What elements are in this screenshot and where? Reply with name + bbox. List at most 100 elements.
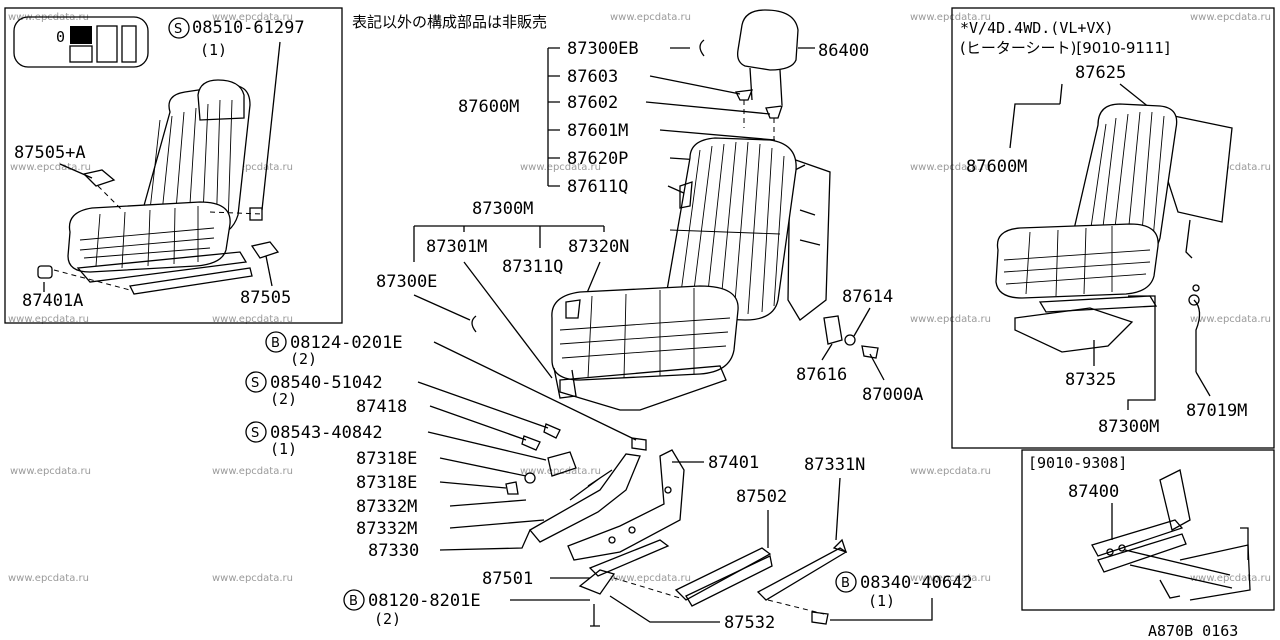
watermark: www.epcdata.ru xyxy=(212,314,293,325)
watermark: www.epcdata.ru xyxy=(8,573,89,584)
callout-87332m: 87332M xyxy=(356,519,417,539)
headrest xyxy=(737,9,799,106)
callout-87614: 87614 xyxy=(842,287,893,307)
seat-backrest xyxy=(665,137,831,321)
callout-87502: 87502 xyxy=(736,487,787,507)
callout-87611q: 87611Q xyxy=(567,177,628,197)
watermark: www.epcdata.ru xyxy=(610,12,691,23)
watermark: www.epcdata.ru xyxy=(610,573,691,584)
watermark: www.epcdata.ru xyxy=(10,162,91,173)
s-bolt-symbol xyxy=(245,421,267,443)
inset-bottom: [9010-9308] 87400 xyxy=(1021,449,1275,611)
callout-87318e: 87318E xyxy=(356,473,417,493)
inset-right-frame xyxy=(951,7,1275,449)
watermark: www.epcdata.ru xyxy=(8,314,89,325)
b-bolt-symbol-letter: B xyxy=(349,594,358,609)
qty-08120-8201e: (2) xyxy=(374,610,401,628)
callout-87501: 87501 xyxy=(482,569,533,589)
inset-right: *V/4D.4WD.(VL+VX) (ヒーターシート)[9010-9111] 8… xyxy=(951,7,1275,449)
diagram-code: A870B 0163 xyxy=(1148,622,1238,640)
watermark: www.epcdata.ru xyxy=(910,12,991,23)
seat-rails xyxy=(578,538,848,615)
watermark: www.epcdata.ru xyxy=(212,12,293,23)
callout-87620p: 87620P xyxy=(567,149,628,169)
callout-08543-40842: 08543-40842 xyxy=(270,423,383,443)
not-sold-note: 表記以外の構成部品は非販売 xyxy=(352,13,547,31)
watermark: www.epcdata.ru xyxy=(910,162,991,173)
s-bolt-symbol-letter: S xyxy=(251,426,259,441)
callout-87616: 87616 xyxy=(796,365,847,385)
callout-87331n: 87331N xyxy=(804,455,865,475)
callout-87300eb: 87300EB xyxy=(567,39,639,59)
s-bolt-symbol xyxy=(245,371,267,393)
callout-87300m: 87300M xyxy=(472,199,533,219)
watermark: www.epcdata.ru xyxy=(520,162,601,173)
callout-87401: 87401 xyxy=(708,453,759,473)
callout-87401a: 87401A xyxy=(22,291,83,311)
callout-87019m: 87019M xyxy=(1186,401,1247,421)
watermark: www.epcdata.ru xyxy=(1190,162,1271,173)
callout-08510-61297: 08510-61297 xyxy=(192,18,305,38)
callout-87601m: 87601M xyxy=(567,121,628,141)
vehicle-layout-icon: 0 xyxy=(13,16,149,68)
callout-08540-51042: 08540-51042 xyxy=(270,373,383,393)
callout-08340-40642: 08340-40642 xyxy=(860,573,973,593)
b-bolt-symbol-letter: B xyxy=(271,336,280,351)
callout-87318e: 87318E xyxy=(356,449,417,469)
qty-08543-40842: (1) xyxy=(270,440,297,458)
callout-87505-a: 87505+A xyxy=(14,143,86,163)
inset-bottom-frame xyxy=(1021,449,1275,611)
inset-left: 0 S 08510-61297 (1) 87505+A 87401A 87505 xyxy=(4,7,343,324)
inset-left-frame xyxy=(4,7,343,324)
callout-87505: 87505 xyxy=(240,288,291,308)
recliner-frame xyxy=(529,449,685,561)
callout-87625: 87625 xyxy=(1075,63,1126,83)
watermark: www.epcdata.ru xyxy=(1190,314,1271,325)
callout-87000a: 87000A xyxy=(862,385,923,405)
s-bolt-symbol-letter: S xyxy=(174,22,182,37)
s-bolt-symbol xyxy=(168,17,190,39)
callout-87532: 87532 xyxy=(724,613,775,633)
callout-08120-8201e: 08120-8201E xyxy=(368,591,481,611)
heater-seat-illustration xyxy=(995,103,1233,372)
vehicle-icon-mark: 0 xyxy=(56,28,65,46)
watermark: www.epcdata.ru xyxy=(212,466,293,477)
watermark: www.epcdata.ru xyxy=(910,466,991,477)
inset-right-spec: *V/4D.4WD.(VL+VX) xyxy=(960,19,1114,37)
watermark: www.epcdata.ru xyxy=(1190,573,1271,584)
qty-08510-61297: (1) xyxy=(200,41,227,59)
callout-87325: 87325 xyxy=(1065,370,1116,390)
watermark: www.epcdata.ru xyxy=(1190,12,1271,23)
watermark: www.epcdata.ru xyxy=(520,466,601,477)
qty-08340-40642: (1) xyxy=(868,592,895,610)
callout-87418: 87418 xyxy=(356,397,407,417)
watermark: www.epcdata.ru xyxy=(212,573,293,584)
watermark: www.epcdata.ru xyxy=(910,314,991,325)
qty-08124-0201e: (2) xyxy=(290,350,317,368)
b-bolt-symbol xyxy=(835,571,857,593)
callout-87400: 87400 xyxy=(1068,482,1119,502)
callout-87300m-heater: 87300M xyxy=(1098,417,1159,437)
s-bolt-symbol-letter: S xyxy=(251,376,259,391)
callout-87600m: 87600M xyxy=(458,97,519,117)
callout-87332m: 87332M xyxy=(356,497,417,517)
callout-86400: 86400 xyxy=(818,41,869,61)
qty-08540-51042: (2) xyxy=(270,390,297,408)
callout-87320n: 87320N xyxy=(568,237,629,257)
callout-87330: 87330 xyxy=(368,541,419,561)
b-bolt-symbol xyxy=(265,331,287,353)
callout-08124-0201e: 08124-0201E xyxy=(290,333,403,353)
callout-87603: 87603 xyxy=(567,67,618,87)
watermark: www.epcdata.ru xyxy=(10,466,91,477)
watermark: www.epcdata.ru xyxy=(212,162,293,173)
b-bolt-symbol-letter: B xyxy=(841,576,850,591)
seat-frame-illustration xyxy=(1091,469,1251,601)
callout-87301m: 87301M xyxy=(426,237,487,257)
callout-87311q: 87311Q xyxy=(502,257,563,277)
seat-illustration-small xyxy=(37,79,280,295)
inset-right-heater-seat: (ヒーターシート)[9010-9111] xyxy=(960,39,1170,57)
seat-cushion xyxy=(551,285,739,411)
inset-bottom-period: [9010-9308] xyxy=(1028,454,1127,472)
